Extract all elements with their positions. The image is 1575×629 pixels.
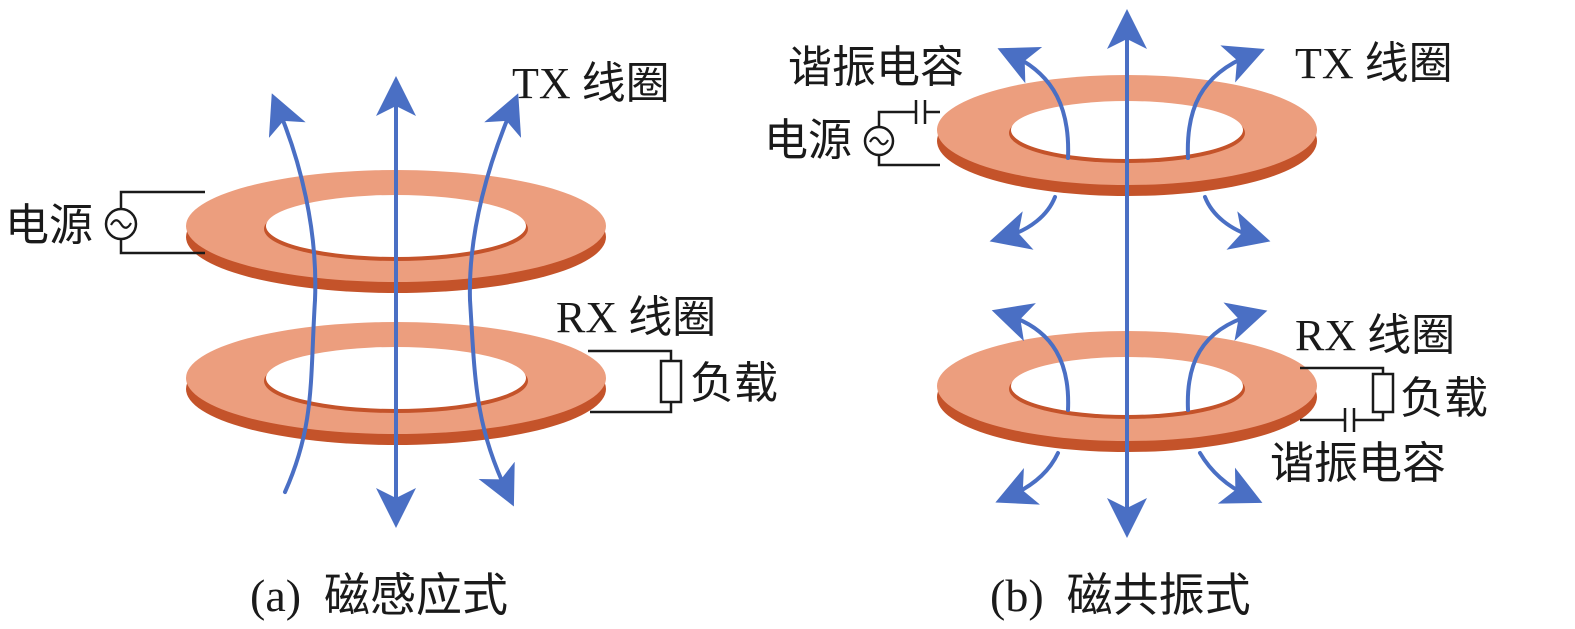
rx-coil-label-b: RX 线圈 — [1295, 311, 1455, 360]
source-circuit-a — [104, 190, 205, 255]
field-lines-b — [989, 9, 1271, 538]
resonant-capacitor-label-top: 谐振电容 — [788, 43, 964, 92]
source-label-b: 电源 — [764, 116, 852, 165]
field-line-left — [268, 93, 318, 302]
ac-wave-icon — [110, 219, 132, 229]
field-line-tx-left-up — [997, 47, 1071, 160]
resistor-icon — [1371, 372, 1395, 414]
ac-wave-icon — [869, 136, 889, 146]
field-line-tx-right-up — [1185, 45, 1265, 160]
field-line-right-lower — [468, 298, 515, 507]
source-label-a: 电源 — [5, 201, 93, 250]
caption-a: (a) 磁感应式 — [250, 570, 508, 621]
caption-b: (b) 磁共振式 — [990, 570, 1251, 621]
field-line-tx-left-down — [989, 195, 1057, 250]
source-circuit-b — [863, 100, 940, 167]
tx-coil-label-b: TX 线圈 — [1295, 39, 1453, 88]
rx-coil-label-a: RX 线圈 — [556, 293, 716, 342]
field-line-left-lower — [283, 298, 317, 494]
field-line-rx-right-down — [1198, 451, 1263, 504]
field-line-right — [467, 93, 522, 302]
capacitor-icon — [914, 100, 927, 124]
field-line-rx-left-down — [995, 451, 1060, 505]
panel-a: TX 线圈 RX 线圈 电源 负载 (a) 磁感应式 — [5, 59, 778, 621]
capacitor-icon — [1343, 408, 1356, 432]
field-line-rx-right-up — [1185, 302, 1268, 412]
resonant-capacitor-label-bottom: 谐振电容 — [1270, 439, 1446, 488]
tx-coil-label-a: TX 线圈 — [512, 59, 670, 108]
load-circuit-b — [1300, 366, 1395, 432]
field-lines-a — [268, 76, 522, 528]
field-line-rx-left-up — [991, 303, 1071, 412]
field-line-tx-right-down — [1203, 195, 1271, 250]
panel-b: 谐振电容 电源 TX 线圈 RX 线圈 负载 谐振电容 (b) 磁共振式 — [764, 9, 1488, 621]
load-label-b: 负载 — [1400, 374, 1488, 423]
resistor-icon — [659, 359, 683, 404]
load-label-a: 负载 — [690, 359, 778, 408]
load-circuit-a — [588, 349, 683, 414]
